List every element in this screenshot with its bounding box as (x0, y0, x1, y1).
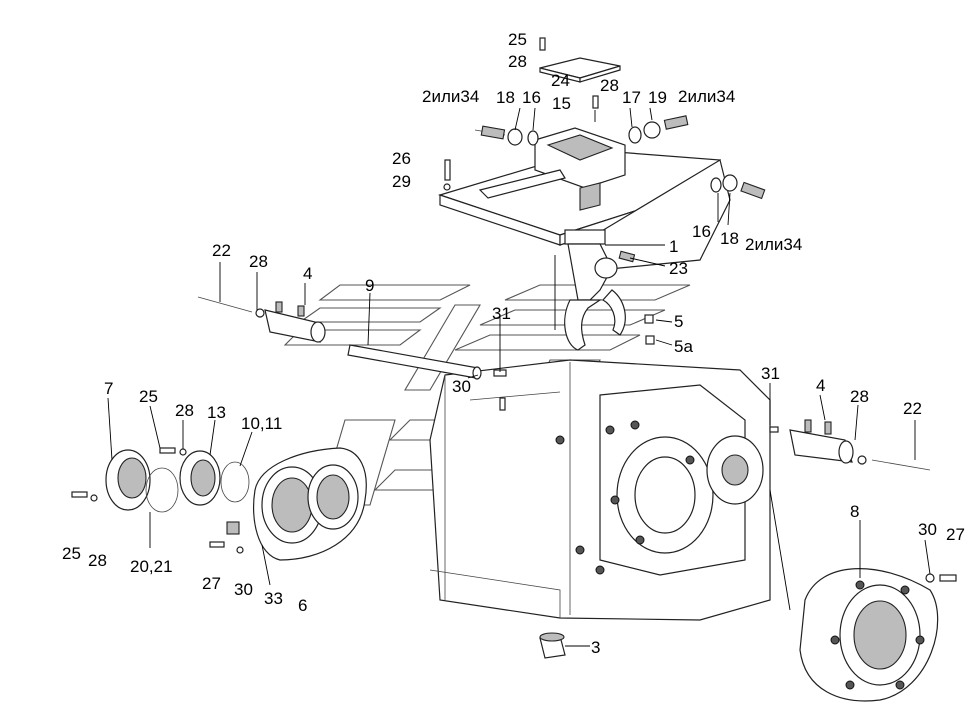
ring-10-11 (220, 461, 250, 503)
switch-right (628, 115, 689, 144)
callout-20-21: 20,21 (130, 557, 173, 576)
callout-2ili34: 2или34 (678, 87, 736, 106)
callout-22: 22 (903, 399, 922, 418)
callout-30: 30 (452, 377, 471, 396)
callout-29: 29 (392, 172, 411, 191)
middle-small-parts (493, 314, 655, 411)
callout-28: 28 (175, 401, 194, 420)
callout-18: 18 (720, 229, 739, 248)
callout-27: 27 (202, 574, 221, 593)
callout-10-11: 10,11 (241, 414, 283, 433)
callout-25: 25 (62, 544, 81, 563)
callout-1: 1 (669, 237, 679, 256)
callout-8: 8 (850, 502, 860, 521)
bearing-cover-6 (252, 447, 367, 561)
callout-30: 30 (918, 520, 937, 539)
callout-28: 28 (600, 76, 619, 95)
callout-3: 3 (591, 638, 601, 657)
leader-lines (107, 107, 931, 647)
callout-2ili34: 2или34 (745, 235, 803, 254)
left-small-fasteners (71, 447, 244, 554)
callout-24: 24 (551, 71, 570, 90)
switch-left (474, 125, 539, 146)
callout-18: 18 (496, 88, 515, 107)
callout-27: 27 (946, 525, 965, 544)
ring-20-21 (145, 467, 179, 513)
callout-7: 7 (104, 379, 114, 398)
callout-2ili34: 2или34 (422, 87, 480, 106)
cover-13 (179, 450, 221, 506)
output-flange-8 (799, 568, 939, 702)
rod-9 (347, 344, 482, 380)
top-fasteners (443, 37, 599, 191)
cylinder-right (769, 419, 931, 471)
drain-plug (539, 632, 566, 659)
callout-5a: 5а (674, 337, 693, 356)
callout-28: 28 (88, 551, 107, 570)
callout-31: 31 (492, 304, 511, 323)
switch-bottom-right (710, 174, 766, 200)
callout-4: 4 (303, 264, 313, 283)
gearbox-housing (429, 359, 771, 621)
callout-23: 23 (669, 259, 688, 278)
right-bottom-fasteners (925, 573, 957, 583)
callout-30: 30 (234, 580, 253, 599)
callout-25: 25 (139, 387, 158, 406)
callout-17: 17 (622, 88, 641, 107)
callout-16: 16 (522, 88, 541, 107)
callout-16: 16 (692, 222, 711, 241)
callout-28: 28 (850, 387, 869, 406)
top-small-plate (539, 57, 621, 83)
callout-9: 9 (365, 276, 375, 295)
callout-26: 26 (392, 149, 411, 168)
cover-7 (105, 449, 151, 511)
callout-5: 5 (674, 312, 684, 331)
callout-25: 25 (508, 30, 527, 49)
callout-19: 19 (648, 88, 667, 107)
shift-fork (564, 229, 636, 351)
callout-31: 31 (761, 364, 780, 383)
callout-33: 33 (264, 589, 283, 608)
callout-13: 13 (207, 403, 226, 422)
cylinder-left (197, 296, 326, 343)
callout-15: 15 (552, 94, 571, 113)
callout-28: 28 (508, 52, 527, 71)
callout-6: 6 (298, 596, 308, 615)
callout-22: 22 (212, 241, 231, 260)
callout-28: 28 (249, 252, 268, 271)
callout-4: 4 (816, 376, 826, 395)
